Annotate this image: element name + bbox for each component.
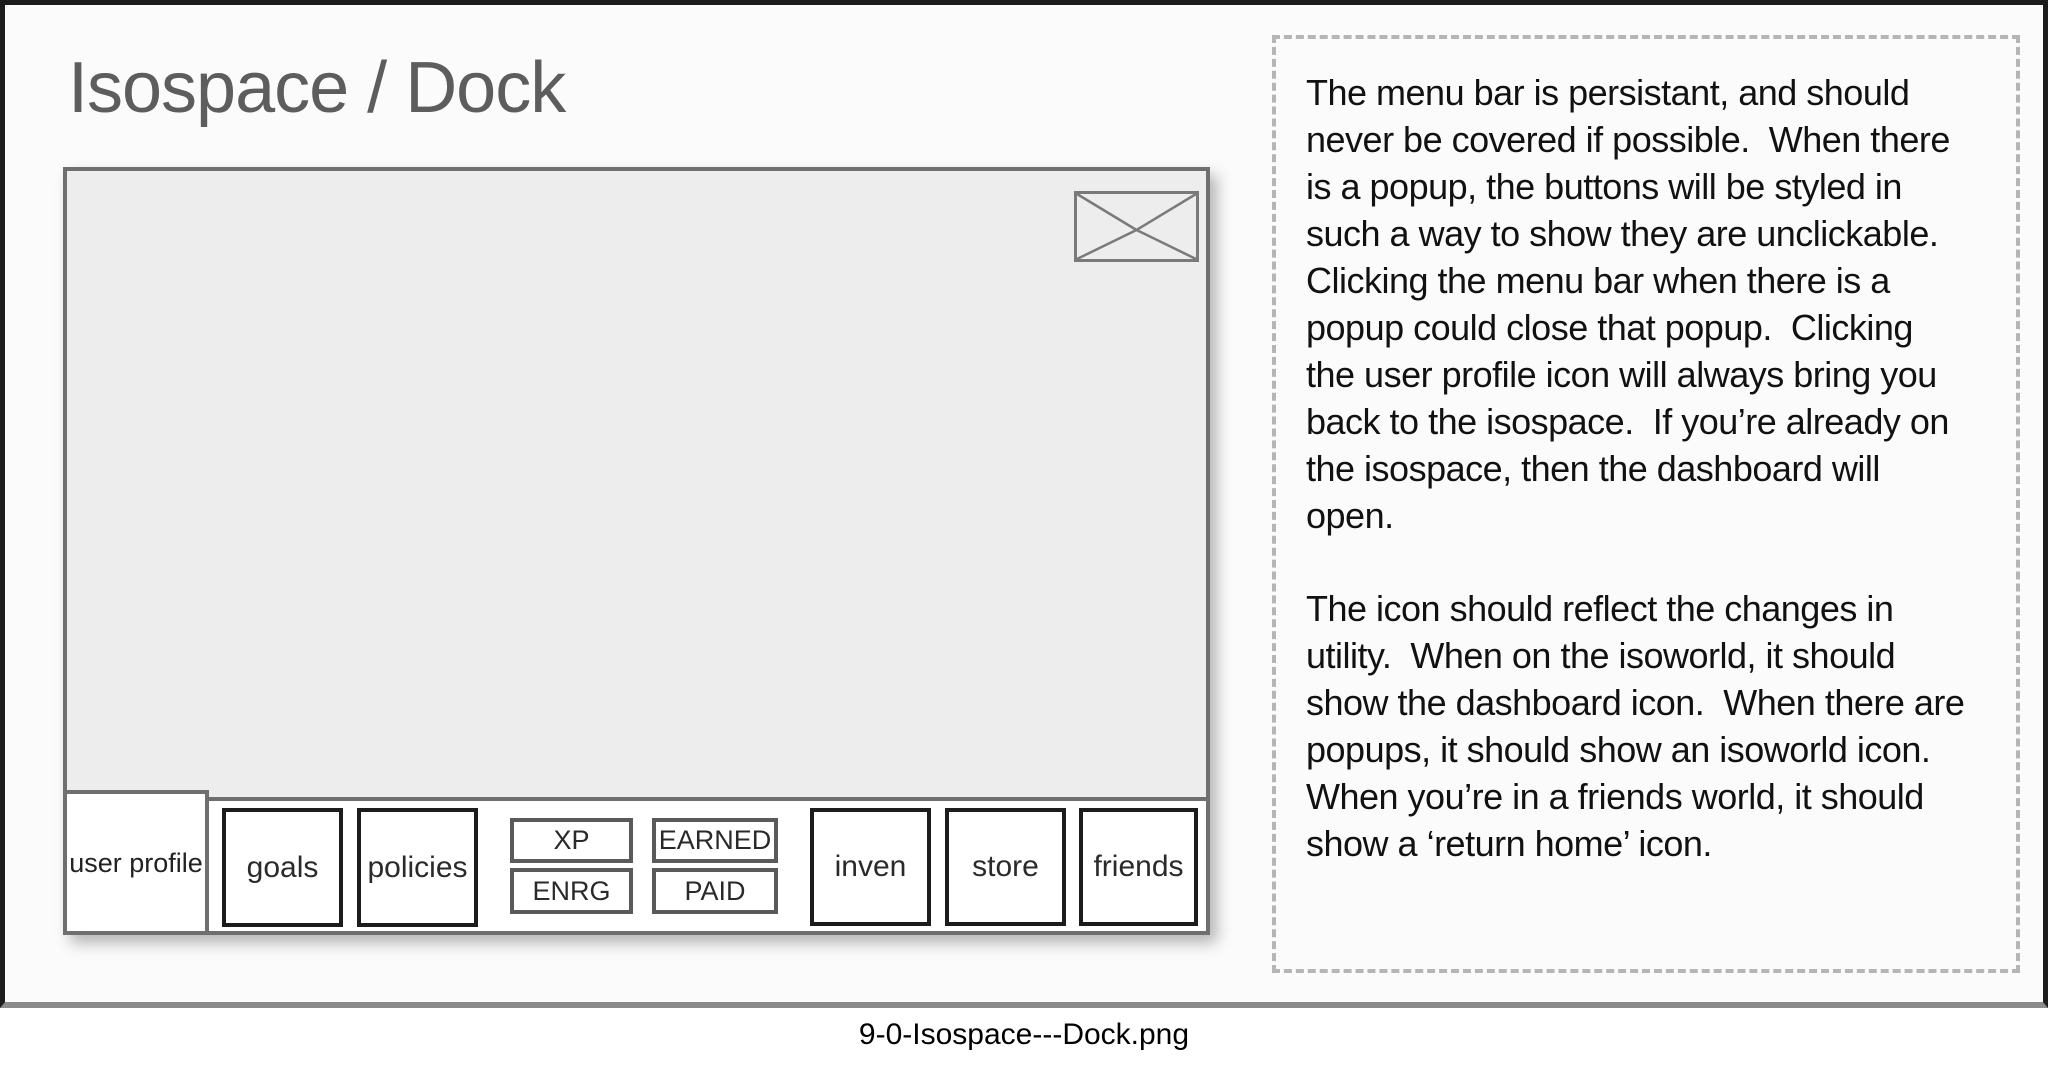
earned-button[interactable]: EARNED xyxy=(652,818,778,863)
policies-button[interactable]: policies xyxy=(357,808,478,927)
isospace-canvas xyxy=(63,167,1210,801)
wireframe-screen: user profile goals policies XP ENRG EARN… xyxy=(63,167,1210,935)
user-profile-button[interactable]: user profile xyxy=(63,790,209,935)
envelope-icon[interactable] xyxy=(1074,191,1199,262)
enrg-button[interactable]: ENRG xyxy=(510,868,633,914)
filename-caption: 9-0-Isospace---Dock.png xyxy=(858,1018,1190,1051)
user-profile-label: user profile xyxy=(69,847,203,878)
store-button[interactable]: store xyxy=(945,808,1066,926)
goals-button[interactable]: goals xyxy=(222,808,343,927)
page-title: Isospace / Dock xyxy=(68,48,566,128)
inven-button[interactable]: inven xyxy=(810,808,931,926)
friends-button[interactable]: friends xyxy=(1079,808,1198,926)
notes-paragraph-icon-states: The icon should reflect the changes in u… xyxy=(1306,588,1965,864)
xp-button[interactable]: XP xyxy=(510,818,633,863)
notes-paragraph-menu-bar: The menu bar is persistant, and should n… xyxy=(1306,72,1950,536)
paid-button[interactable]: PAID xyxy=(652,868,778,914)
annotation-notes-panel: The menu bar is persistant, and should n… xyxy=(1272,35,2020,973)
